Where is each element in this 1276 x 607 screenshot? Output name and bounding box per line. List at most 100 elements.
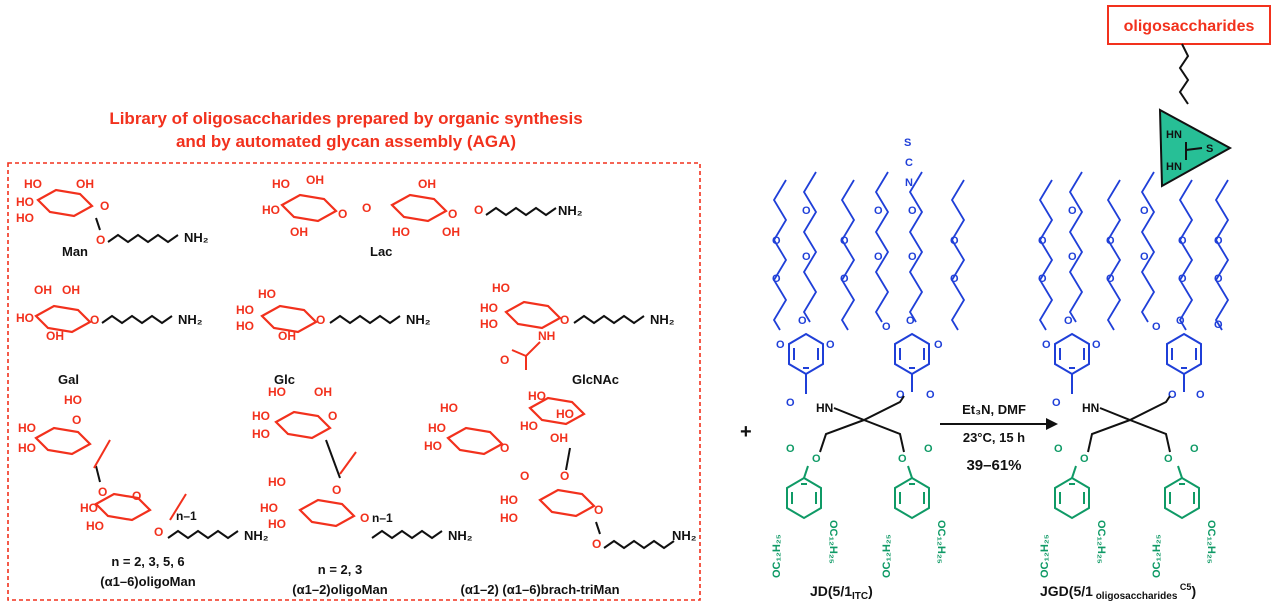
structure-glcnac: HO HO HO NH O O NH₂ GlcNAc: [480, 281, 675, 387]
svg-text:HO: HO: [24, 177, 42, 191]
svg-text:OH: OH: [306, 173, 324, 187]
brach-label: (α1–2) (α1–6)brach-triMan: [460, 582, 619, 597]
svg-text:HO: HO: [252, 409, 270, 423]
svg-text:O: O: [1140, 251, 1149, 263]
oligosaccharides-box: [1107, 5, 1271, 45]
svg-text:HO: HO: [258, 287, 276, 301]
structure-man: HO OH HO HO O O NH₂ Man: [16, 177, 209, 259]
svg-text:HO: HO: [18, 441, 36, 455]
svg-text:O: O: [908, 205, 917, 217]
svg-text:HO: HO: [520, 419, 538, 433]
reaction-arrow: Et₃N, DMF 23°C, 15 h 39–61%: [940, 402, 1058, 474]
svg-text:O: O: [362, 201, 371, 215]
svg-text:O: O: [1092, 339, 1101, 351]
svg-text:O: O: [132, 489, 141, 503]
thiourea-s: S: [1206, 143, 1213, 155]
reagents-label: Et₃N, DMF: [962, 402, 1026, 417]
structure-gal: OH OH HO OH O NH₂ Gal: [16, 283, 203, 387]
svg-text:O: O: [328, 409, 337, 423]
svg-text:O: O: [1168, 389, 1177, 401]
svg-text:O: O: [500, 441, 509, 455]
library-title-line2: and by automated glycan assembly (AGA): [176, 132, 516, 151]
svg-text:O: O: [1068, 205, 1077, 217]
jgd-nh: HN: [1082, 401, 1099, 415]
svg-text:O: O: [802, 251, 811, 263]
glcnac-amine: NH₂: [650, 312, 675, 327]
brach-amine: NH₂: [672, 528, 697, 543]
glcnac-nh: NH: [538, 329, 555, 343]
svg-text:O: O: [100, 199, 109, 213]
svg-text:O: O: [924, 443, 933, 455]
jgd-tail-1: OC₁₂H₂₅: [1039, 534, 1051, 578]
svg-text:O: O: [72, 413, 81, 427]
glc-amine: NH₂: [406, 312, 431, 327]
oligo16-amine: NH₂: [244, 528, 269, 543]
structure-brach-triman: HO HO OH HO HO HO HO O O HO HO O O O NH₂…: [424, 389, 697, 597]
svg-text:OH: OH: [62, 283, 80, 297]
svg-text:O: O: [882, 321, 891, 333]
svg-text:OH: OH: [278, 329, 296, 343]
svg-text:O: O: [950, 235, 959, 247]
svg-text:HO: HO: [440, 401, 458, 415]
svg-text:O: O: [1052, 397, 1061, 409]
oligo12-repeat: n–1: [372, 511, 393, 525]
oligo16-label: (α1–6)oligoMan: [100, 574, 195, 589]
jd-tail-1: OC₁₂H₂₅: [771, 534, 783, 578]
svg-text:O: O: [802, 205, 811, 217]
svg-text:O: O: [1054, 443, 1063, 455]
svg-text:O: O: [1178, 273, 1187, 285]
svg-text:O: O: [1064, 315, 1073, 327]
ncs-s: S: [904, 137, 911, 149]
svg-text:O: O: [874, 251, 883, 263]
oligo12-n: n = 2, 3: [318, 562, 362, 577]
svg-text:HO: HO: [480, 301, 498, 315]
svg-text:O: O: [772, 235, 781, 247]
jgd-tail-4: OC₁₂H₂₅: [1205, 520, 1217, 564]
svg-text:O: O: [1038, 235, 1047, 247]
svg-text:HO: HO: [252, 427, 270, 441]
library-title-line1: Library of oligosaccharides prepared by …: [109, 109, 582, 128]
gal-amine: NH₂: [178, 312, 203, 327]
svg-text:HO: HO: [16, 211, 34, 225]
svg-text:HO: HO: [428, 421, 446, 435]
svg-text:O: O: [1178, 235, 1187, 247]
structure-oligoman-12: HO OH HO HO O O HO HO HO O n–1 NH₂ n = 2…: [252, 385, 473, 597]
svg-text:O: O: [786, 397, 795, 409]
structure-oligoman-16: HO HO HO O O HO HO O n–1 O NH₂ n = 2, 3,…: [18, 393, 269, 589]
svg-text:O: O: [338, 207, 347, 221]
svg-text:O: O: [98, 485, 107, 499]
structure-lac: HO OH HO OH O O OH O HO OH O NH₂ Lac: [262, 173, 583, 259]
svg-text:O: O: [896, 389, 905, 401]
svg-text:O: O: [1140, 205, 1149, 217]
svg-text:O: O: [826, 339, 835, 351]
gal-label: Gal: [58, 372, 79, 387]
svg-text:HO: HO: [268, 517, 286, 531]
svg-text:OH: OH: [46, 329, 64, 343]
svg-text:HO: HO: [16, 311, 34, 325]
svg-text:O: O: [96, 233, 105, 247]
oligo12-amine: NH₂: [448, 528, 473, 543]
svg-text:O: O: [154, 525, 163, 539]
svg-text:HO: HO: [268, 385, 286, 399]
svg-text:HO: HO: [80, 501, 98, 515]
lac-amine: NH₂: [558, 203, 583, 218]
jd-tail-4: OC₁₂H₂₅: [935, 520, 947, 564]
thiourea-hn-bottom: HN: [1166, 161, 1182, 173]
svg-text:O: O: [1038, 273, 1047, 285]
svg-text:O: O: [908, 251, 917, 263]
svg-text:O: O: [592, 537, 601, 551]
lac-label: Lac: [370, 244, 392, 259]
svg-text:HO: HO: [64, 393, 82, 407]
svg-text:O: O: [772, 273, 781, 285]
jd-nh: HN: [816, 401, 833, 415]
jd-tail-3: OC₁₂H₂₅: [881, 534, 893, 578]
svg-text:HO: HO: [500, 493, 518, 507]
svg-text:O: O: [448, 207, 457, 221]
svg-text:O: O: [90, 313, 99, 327]
glc-label: Glc: [274, 372, 295, 387]
svg-text:HO: HO: [500, 511, 518, 525]
svg-text:HO: HO: [272, 177, 290, 191]
svg-text:O: O: [1106, 273, 1115, 285]
conditions-label: 23°C, 15 h: [963, 430, 1025, 445]
